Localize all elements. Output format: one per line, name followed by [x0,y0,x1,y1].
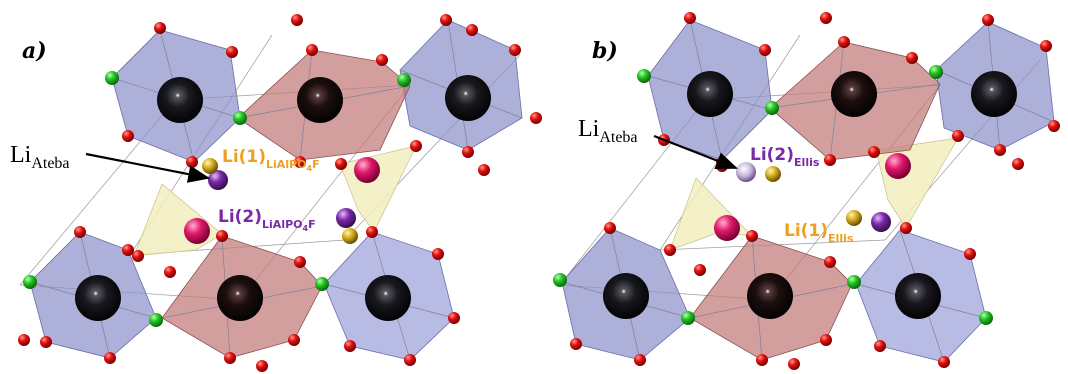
li-ateba-arrow-a [85,152,211,183]
metal-atom [687,71,733,117]
site-label-a2: Li(2)LiAlPO4F [218,207,316,233]
fluorine-atom [397,73,411,87]
fluorine-atom [637,69,651,83]
site-label-a1: Li(1)LiAlPO4F [222,147,320,173]
oxygen-atoms [18,14,542,372]
panel-a: a) LiAteba Li(1)LiAlPO4F Li(2)LiAlPO4F [10,14,542,372]
site-label-b2: Li(1)Ellis [784,221,854,245]
panel-b: b) LiAteba Li(2)Ellis Li(1)Ellis [553,12,1060,370]
fluorine-atom [23,275,37,289]
phosphorus-atom [184,218,210,244]
metal-atom [217,275,263,321]
li-atom-purple [871,212,891,232]
li-atom-gold [202,158,218,174]
metal-atom [831,71,877,117]
li-ateba-label-a: LiAteba [10,142,70,172]
fluorine-atom [233,111,247,125]
li-atom-gold [765,166,781,182]
phosphorus-atom [354,157,380,183]
phosphorus-atom [885,153,911,179]
li-ateba-label-b: LiAteba [578,116,638,146]
phosphorus-atom [714,215,740,241]
li-atom-purple [336,208,356,228]
fluorine-atom [681,311,695,325]
fluorine-atom [979,311,993,325]
metal-atom [75,275,121,321]
metal-atom [157,77,203,123]
fluorine-atom [149,313,163,327]
fluorine-atom [765,101,779,115]
fluorine-atom [553,273,567,287]
fluorine-atom [929,65,943,79]
metal-atom [297,77,343,123]
li-atom-gold [342,228,358,244]
metal-atom [971,71,1017,117]
po4-tetrahedron [133,183,223,257]
panel-letter-b: b) [592,38,618,64]
panel-letter-a: a) [22,38,47,64]
site-label-b1: Li(2)Ellis [750,145,820,169]
li-atom-gold [846,210,862,226]
metal-atom [445,75,491,121]
po4-tetrahedron [669,177,753,251]
fluorine-atom [847,275,861,289]
li-ateba-arrow-b [653,134,739,170]
metal-atom [365,275,411,321]
li-atom-white [736,162,756,182]
metal-atom [603,273,649,319]
fluorine-atom [105,71,119,85]
fluorine-atom [315,277,329,291]
metal-atom [747,273,793,319]
li-atom-purple [208,170,228,190]
metal-atom [895,273,941,319]
